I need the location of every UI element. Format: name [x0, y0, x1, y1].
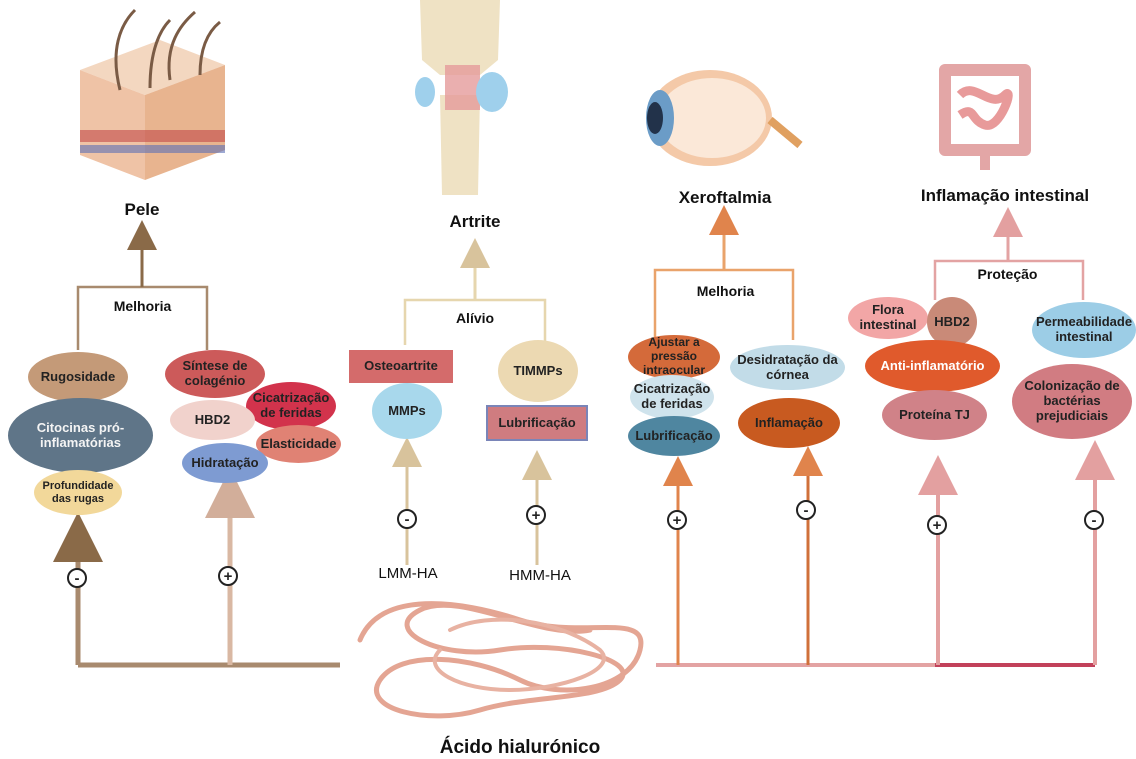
- eye-illustration: [646, 70, 800, 166]
- skin-node-rugosidade: Rugosidade: [28, 352, 128, 402]
- intestine-node-colonizacao: Colonização de bactérias prejudiciais: [1012, 364, 1132, 439]
- intestine-node-flora: Flora intestinal: [848, 297, 928, 339]
- skin-branch-label: Melhoria: [100, 298, 185, 314]
- hyaluronic-acid-label: Ácido hialurónico: [420, 737, 620, 759]
- arthritis-branch-label: Alívio: [440, 310, 510, 326]
- skin-illustration: [80, 10, 225, 180]
- hyaluronic-acid-strand: [360, 604, 641, 716]
- arthritis-minus-sign: -: [397, 509, 417, 529]
- arthritis-input-hmm: HMM-HA: [500, 567, 580, 584]
- intestine-connectors: [935, 222, 1095, 665]
- intestine-branch-label: Proteção: [965, 266, 1050, 282]
- skin-title: Pele: [112, 200, 172, 220]
- eye-node-pressao: Ajustar a pressão intraocular: [628, 335, 720, 379]
- skin-plus-sign: +: [218, 566, 238, 586]
- skin-node-hbd2: HBD2: [170, 400, 255, 440]
- arthritis-node-timmps: TIMMPs: [498, 340, 578, 402]
- eye-node-lubrificacao: Lubrificação: [628, 416, 720, 456]
- intestine-node-permeabilidade: Permeabilidade intestinal: [1032, 302, 1136, 358]
- arthritis-node-osteoartrite: Osteoartrite: [349, 350, 453, 383]
- eye-node-desidratacao: Desidratação da córnea: [730, 345, 845, 390]
- arthritis-input-lmm: LMM-HA: [368, 565, 448, 582]
- eye-title: Xeroftalmia: [665, 188, 785, 208]
- skin-node-citocinas: Citocinas pró-inflamatórias: [8, 398, 153, 473]
- skin-node-profundidade: Profundidade das rugas: [34, 470, 122, 515]
- eye-node-inflamacao: Inflamação: [738, 398, 840, 448]
- intestine-title: Inflamação intestinal: [905, 186, 1105, 206]
- eye-minus-sign: -: [796, 500, 816, 520]
- eye-node-cicatrizacao: Cicatrização de feridas: [630, 375, 714, 419]
- skin-node-elasticidade: Elasticidade: [256, 425, 341, 463]
- eye-branch-label: Melhoria: [683, 283, 768, 299]
- intestine-node-proteina: Proteína TJ: [882, 390, 987, 440]
- arthritis-node-mmps: MMPs: [372, 383, 442, 439]
- knee-illustration: [415, 0, 508, 195]
- eye-plus-sign: +: [667, 510, 687, 530]
- arthritis-plus-sign: +: [526, 505, 546, 525]
- intestine-node-antiinflamatorio: Anti-inflamatório: [865, 340, 1000, 392]
- intestine-illustration: [945, 70, 1025, 170]
- arthritis-title: Artrite: [430, 212, 520, 232]
- skin-node-cicatrizacao: Cicatrização de feridas: [246, 382, 336, 430]
- intestine-plus-sign: +: [927, 515, 947, 535]
- skin-node-hidratacao: Hidratação: [182, 443, 268, 483]
- intestine-minus-sign: -: [1084, 510, 1104, 530]
- arthritis-node-lubrificacao: Lubrificação: [486, 405, 588, 441]
- skin-minus-sign: -: [67, 568, 87, 588]
